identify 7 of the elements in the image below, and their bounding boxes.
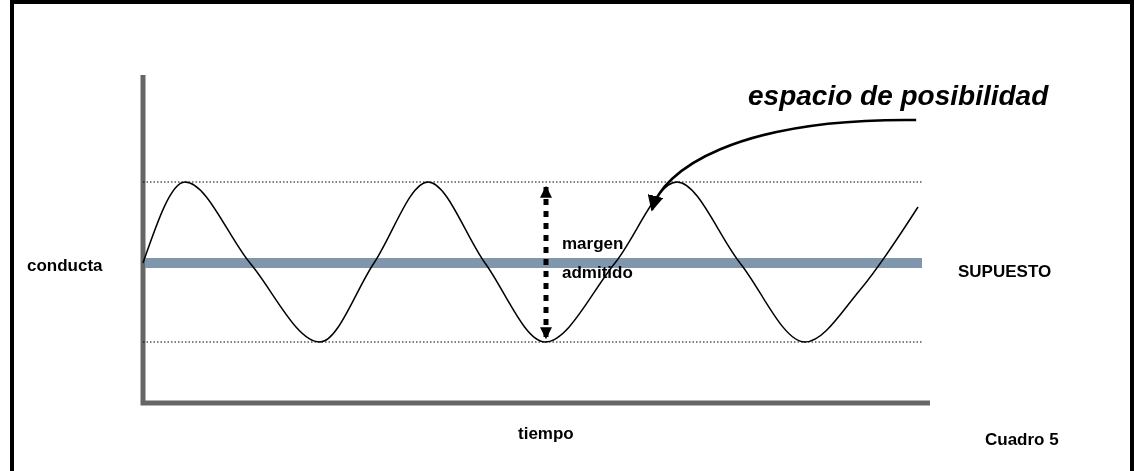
leader-arrow bbox=[649, 118, 917, 212]
axis-label: tiempo bbox=[518, 423, 574, 445]
wave-curve bbox=[142, 181, 919, 343]
assumption-label: SUPUESTO bbox=[958, 261, 1052, 283]
figure-number: Cuadro 5 bbox=[985, 429, 1059, 451]
annotation-text: espacio de posibilidad bbox=[748, 80, 1049, 112]
axis-label: conducta bbox=[27, 255, 103, 277]
